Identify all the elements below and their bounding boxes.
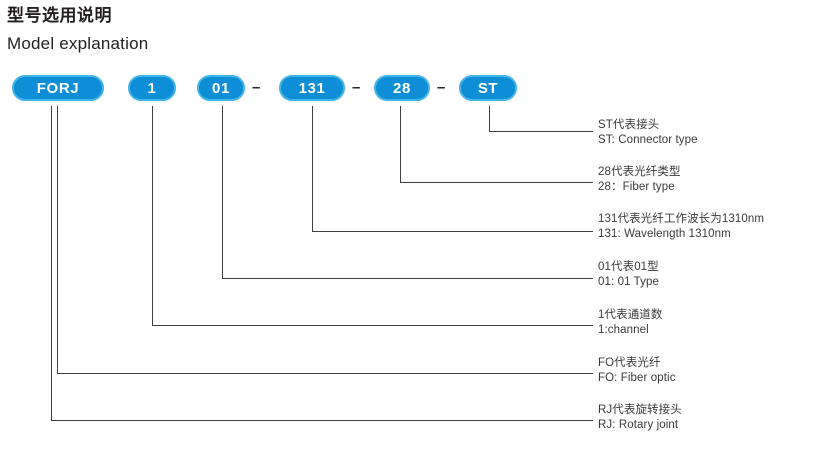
page-title-english: Model explanation	[7, 34, 149, 53]
legend-text-en-wave: 131: Wavelength 1310nm	[598, 228, 731, 240]
leader-vertical-wave	[312, 106, 313, 231]
legend-text-cn-wave: 131代表光纤工作波长为1310nm	[598, 213, 765, 225]
legend-text-cn-type: 01代表01型	[598, 261, 659, 273]
legend-text-en-fib: 28：Fiber type	[598, 181, 675, 193]
legend-text-cn-fib: 28代表光纤类型	[598, 166, 681, 178]
leader-horizontal-fo	[57, 373, 593, 374]
code-segment-ch: 1	[128, 75, 176, 101]
leader-vertical-ch	[152, 106, 153, 325]
legend-text-cn-fo: FO代表光纤	[598, 357, 661, 369]
legend-text-en-ch: 1:channel	[598, 324, 649, 336]
legend-block-fo: FO代表光纤 FO: Fiber optic	[598, 356, 813, 386]
code-separator-dash: –	[437, 79, 446, 96]
legend-text-en-type: 01: 01 Type	[598, 276, 659, 288]
leader-horizontal-conn	[489, 131, 593, 132]
legend-block-ch: 1代表通道数 1:channel	[598, 308, 813, 338]
legend-block-fib: 28代表光纤类型 28：Fiber type	[598, 165, 813, 195]
legend-text-en-rj: RJ: Rotary joint	[598, 419, 679, 431]
code-segment-fib: 28	[374, 75, 430, 101]
page-title-chinese: 型号选用说明	[7, 6, 112, 25]
legend-text-cn-conn: ST代表接头	[598, 119, 660, 131]
code-segment-forj: FORJ	[12, 75, 104, 101]
code-segment-wave: 131	[279, 75, 345, 101]
leader-vertical-type	[222, 106, 223, 278]
code-segment-type: 01	[197, 75, 245, 101]
leader-vertical-conn	[489, 106, 490, 131]
code-segment-conn: ST	[459, 75, 517, 101]
leader-horizontal-type	[222, 278, 593, 279]
leader-horizontal-rj	[51, 420, 593, 421]
legend-text-en-conn: ST: Connector type	[598, 134, 698, 146]
legend-text-en-fo: FO: Fiber optic	[598, 372, 676, 384]
legend-block-type: 01代表01型 01: 01 Type	[598, 260, 813, 290]
leader-horizontal-fib	[400, 182, 593, 183]
legend-block-wave: 131代表光纤工作波长为1310nm 131: Wavelength 1310nm	[598, 212, 813, 242]
legend-text-cn-rj: RJ代表旋转接头	[598, 404, 682, 416]
code-separator-dash: –	[252, 79, 261, 96]
leader-vertical-fib	[400, 106, 401, 182]
leader-vertical-rj	[51, 106, 52, 420]
leader-vertical-fo	[57, 106, 58, 373]
leader-horizontal-wave	[312, 231, 593, 232]
code-separator-dash: –	[352, 79, 361, 96]
legend-block-rj: RJ代表旋转接头 RJ: Rotary joint	[598, 403, 813, 433]
legend-block-conn: ST代表接头 ST: Connector type	[598, 118, 813, 148]
legend-text-cn-ch: 1代表通道数	[598, 309, 663, 321]
leader-horizontal-ch	[152, 325, 593, 326]
